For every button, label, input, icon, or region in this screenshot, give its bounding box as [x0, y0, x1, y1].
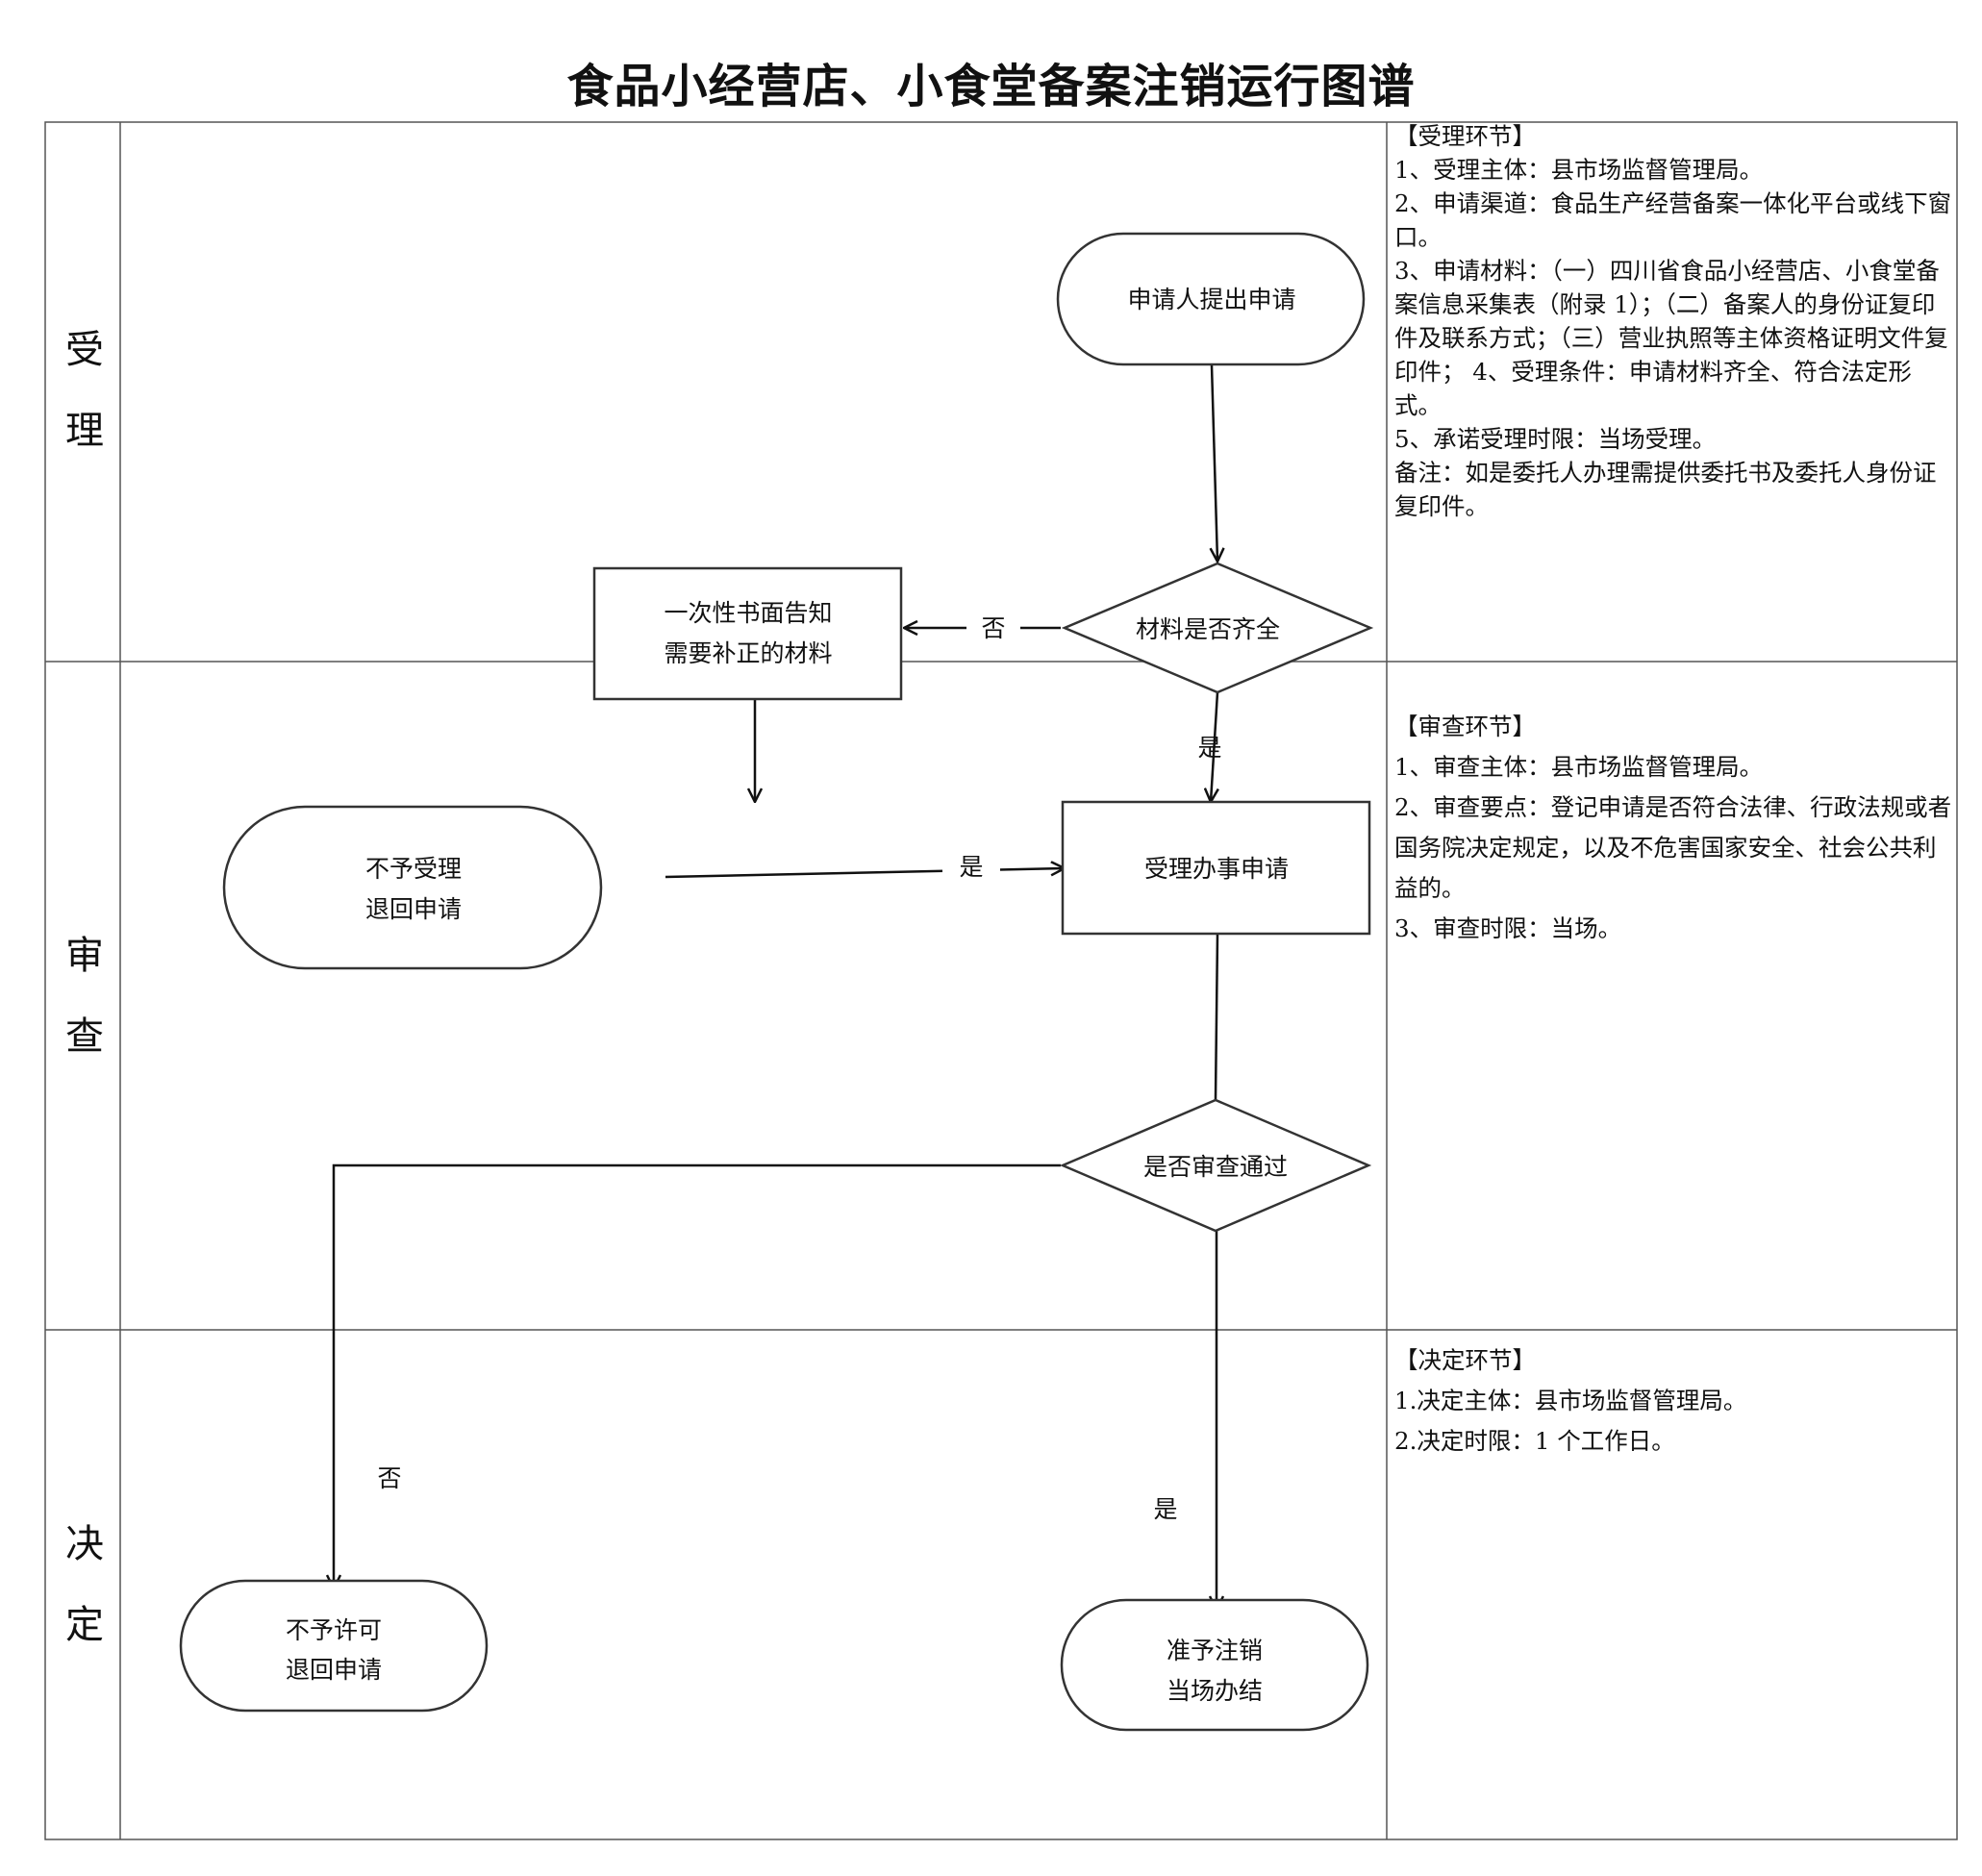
edge-review-to-no-permit: [334, 1163, 1061, 1588]
note-decide-line: 1.决定主体：县市场监督管理局。: [1394, 1387, 1747, 1414]
edge-label-yes-2: 是: [959, 853, 983, 881]
note-accept: 【受理环节】 1、受理主体：县市场监督管理局。 2、申请渠道：食品生产经营备案一…: [1394, 119, 1952, 523]
node-notify-line1: 一次性书面告知: [664, 599, 832, 627]
page-title: 食品小经营店、小食堂备案注销运行图谱: [566, 60, 1416, 113]
note-decide: 【决定环节】 1.决定主体：县市场监督管理局。 2.决定时限：1 个工作日。: [1394, 1340, 1952, 1462]
node-accept-apply: 受理办事申请: [1144, 855, 1289, 883]
note-review-line: 2、审查要点：登记申请是否符合法律、行政法规或者国务院决定规定，以及不危害国家安…: [1394, 793, 1952, 902]
node-review-pass: 是否审查通过: [1143, 1153, 1288, 1181]
node-reject-accept-line1: 不予受理: [365, 855, 462, 883]
note-review-line: 1、审查主体：县市场监督管理局。: [1394, 753, 1764, 781]
edge-check-to-accept: [1211, 691, 1217, 802]
edge-label-yes-3: 是: [1153, 1495, 1177, 1523]
note-accept-line: 2、申请渠道：食品生产经营备案一体化平台或线下窗口。: [1394, 189, 1952, 251]
edge-apply-to-check: [1212, 364, 1217, 562]
node-notify-shape: [592, 566, 903, 701]
note-accept-heading: 【受理环节】: [1394, 122, 1536, 150]
node-no-permit-line1: 不予许可: [286, 1616, 382, 1644]
note-review-line: 3、审查时限：当场。: [1394, 914, 1622, 942]
stage-label-accept: 受 理: [65, 328, 104, 453]
node-no-permit-line2: 退回申请: [286, 1656, 382, 1684]
node-accept-apply-shape: [1061, 800, 1371, 936]
edge-label-no-2: 否: [377, 1464, 401, 1492]
note-review-heading: 【审查环节】: [1394, 713, 1536, 740]
lane-grid: [44, 121, 1958, 1840]
node-no-permit-shape: [179, 1579, 489, 1713]
node-notify-line2: 需要补正的材料: [664, 639, 832, 667]
edge-label-yes-1: 是: [1197, 734, 1221, 762]
node-reject-accept-shape: [222, 805, 603, 970]
stage-label-review: 审 查: [65, 934, 104, 1059]
node-apply-shape: [1056, 232, 1366, 366]
note-decide-line: 2.决定时限：1 个工作日。: [1394, 1427, 1675, 1455]
node-approve-line2: 当场办结: [1167, 1677, 1263, 1705]
node-materials-check: 材料是否齐全: [1136, 615, 1280, 643]
note-accept-line: 5、承诺受理时限：当场受理。: [1394, 425, 1717, 453]
note-review: 【审查环节】 1、审查主体：县市场监督管理局。 2、审查要点：登记申请是否符合法…: [1394, 707, 1952, 949]
node-approve-shape: [1060, 1598, 1369, 1732]
node-approve-line1: 准予注销: [1167, 1637, 1263, 1664]
stage-label-decide: 决 定: [65, 1522, 104, 1647]
edge-supplement-to-accept: [665, 868, 1065, 879]
edge-label-no-1: 否: [981, 614, 1005, 642]
node-reject-accept-line2: 退回申请: [365, 895, 462, 923]
node-review-pass-shape: [1059, 1098, 1372, 1233]
note-decide-heading: 【决定环节】: [1394, 1346, 1536, 1374]
node-apply: 申请人提出申请: [1127, 286, 1295, 313]
edge-accept-to-review: [1214, 933, 1219, 1101]
note-accept-line: 1、受理主体：县市场监督管理局。: [1394, 156, 1764, 184]
note-accept-line: 备注：如是委托人办理需提供委托书及委托人身份证复印件。: [1394, 459, 1937, 520]
node-materials-check-shape: [1061, 562, 1374, 694]
note-accept-line: 3、申请材料：（一）四川省食品小经营店、小食堂备案信息采集表（附录 1）；（二）…: [1394, 257, 1948, 419]
